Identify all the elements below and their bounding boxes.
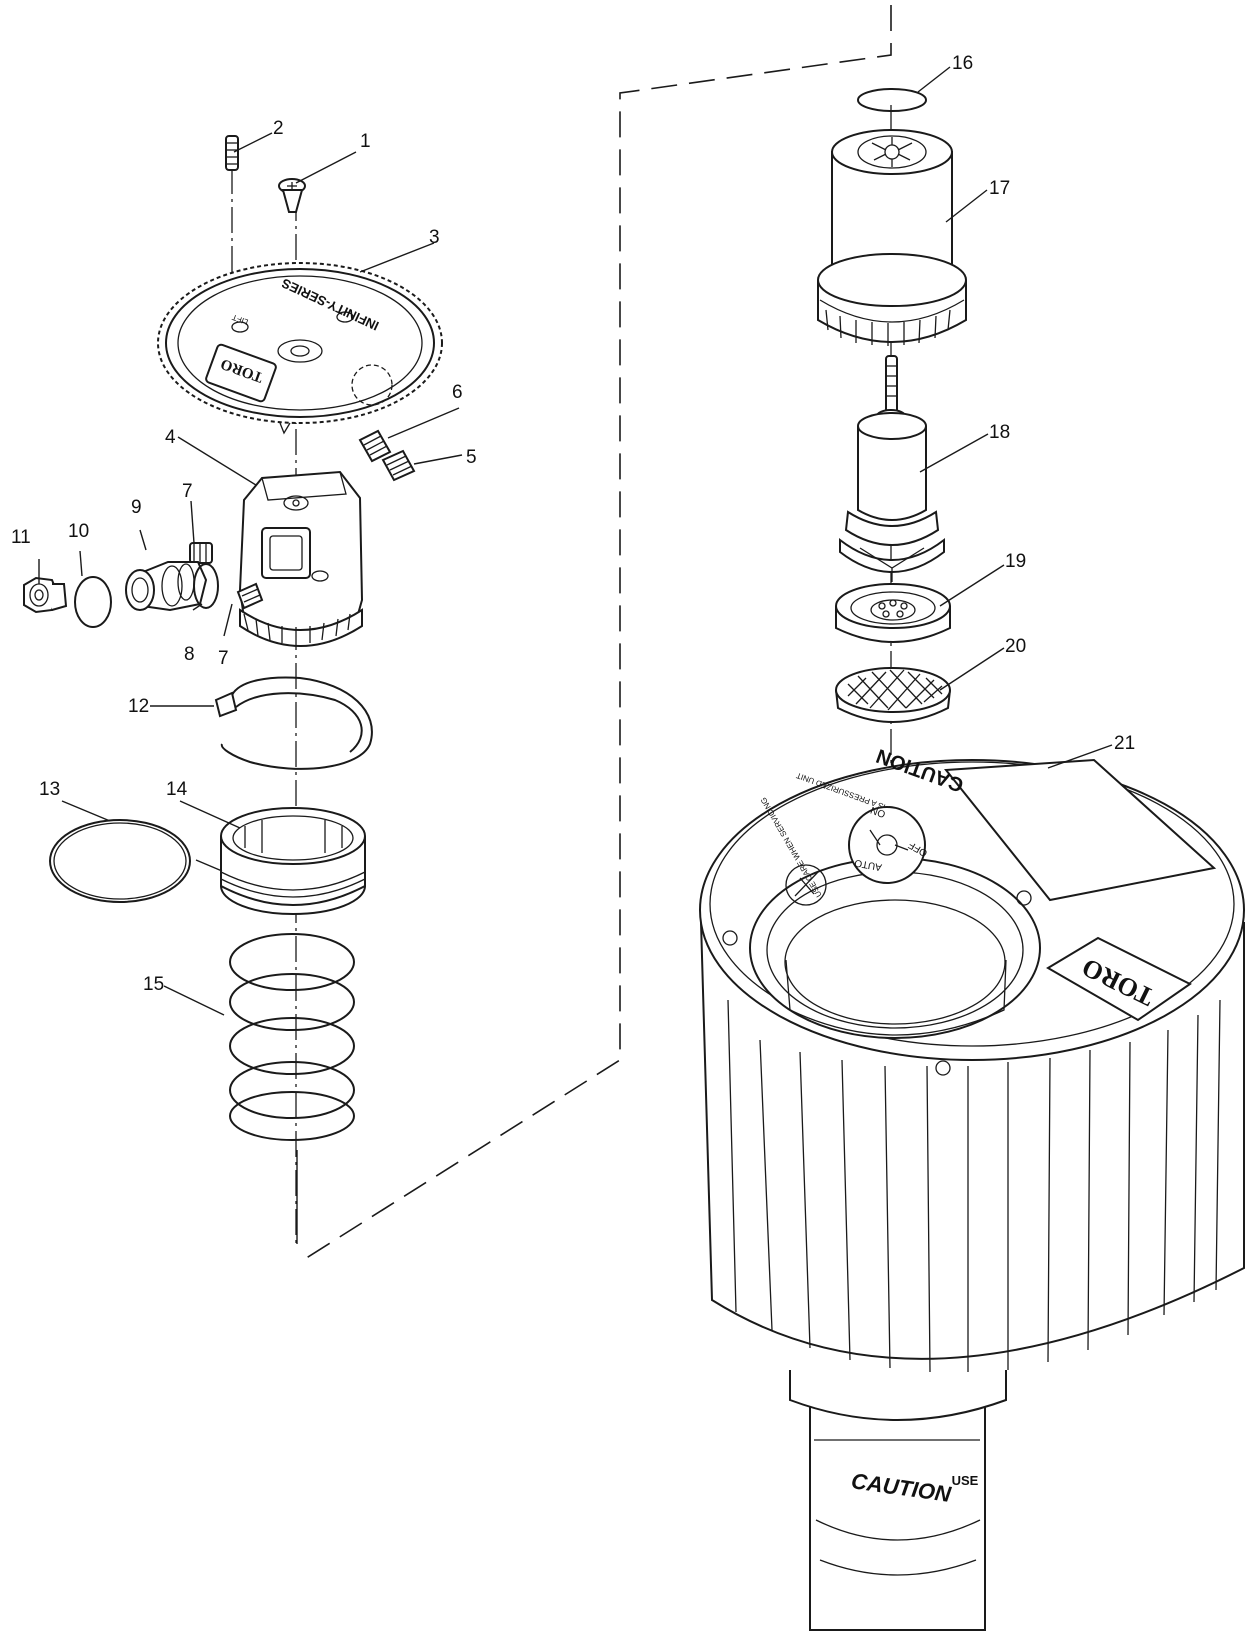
selector-on-label: ON <box>869 804 887 819</box>
callout-12: 12 <box>128 696 149 717</box>
callout-13: 13 <box>39 779 60 800</box>
callout-7b: 7 <box>218 648 229 669</box>
callout-17: 17 <box>989 178 1010 199</box>
part-10-washer <box>74 576 112 628</box>
part-13-o-ring <box>49 819 191 903</box>
part-18-drive-assembly <box>839 355 945 582</box>
callout-18: 18 <box>989 422 1010 443</box>
callout-9: 9 <box>131 497 142 518</box>
part-19-stator <box>835 583 951 643</box>
callout-numbers: 1 2 3 4 5 6 7 7 8 9 10 11 12 13 14 15 16… <box>11 53 1135 995</box>
assembly-divider-line <box>299 5 892 1263</box>
callout-6: 6 <box>452 382 463 403</box>
callout-20: 20 <box>1005 636 1026 657</box>
part-8-o-ring <box>193 563 219 609</box>
callout-4: 4 <box>165 427 176 448</box>
part-15-spring <box>229 933 355 1141</box>
part-11-hex-plug <box>23 576 68 614</box>
part-9-inlet-fitting <box>125 561 208 612</box>
callout-10: 10 <box>68 521 89 542</box>
part-14-collar <box>220 807 366 915</box>
callout-16: 16 <box>952 53 973 74</box>
callout-19: 19 <box>1005 551 1026 572</box>
part-5-plug <box>381 449 416 482</box>
part-20-filter-screen <box>835 667 951 723</box>
callout-2: 2 <box>273 118 284 139</box>
callout-7a: 7 <box>182 481 193 502</box>
callout-15: 15 <box>143 974 164 995</box>
selector-auto-label: AUTO <box>854 857 883 873</box>
callout-14: 14 <box>166 779 188 800</box>
part-3-gear-cover: TORO INFINITY-SERIES LIFT <box>157 262 443 435</box>
lower-use-text: USE <box>952 1473 979 1488</box>
part-4-valve-housing <box>189 470 364 647</box>
callout-11: 11 <box>11 527 31 548</box>
part-6-plug <box>358 429 392 463</box>
callout-8: 8 <box>184 644 195 665</box>
part-21-sprinkler-body: CAUTION USE TORO CAUTION THIS IS A PRESS… <box>699 744 1245 1631</box>
callout-21: 21 <box>1114 733 1135 754</box>
part-1-screw <box>278 178 306 213</box>
leader-lines <box>38 66 1113 1244</box>
callout-5: 5 <box>466 447 477 468</box>
part-12-snap-ring <box>214 676 373 770</box>
part-2-set-screw <box>225 135 239 171</box>
callout-1: 1 <box>360 131 371 152</box>
callout-3: 3 <box>429 227 440 248</box>
part-17-riser <box>817 129 967 346</box>
part-16-o-ring <box>857 88 927 112</box>
